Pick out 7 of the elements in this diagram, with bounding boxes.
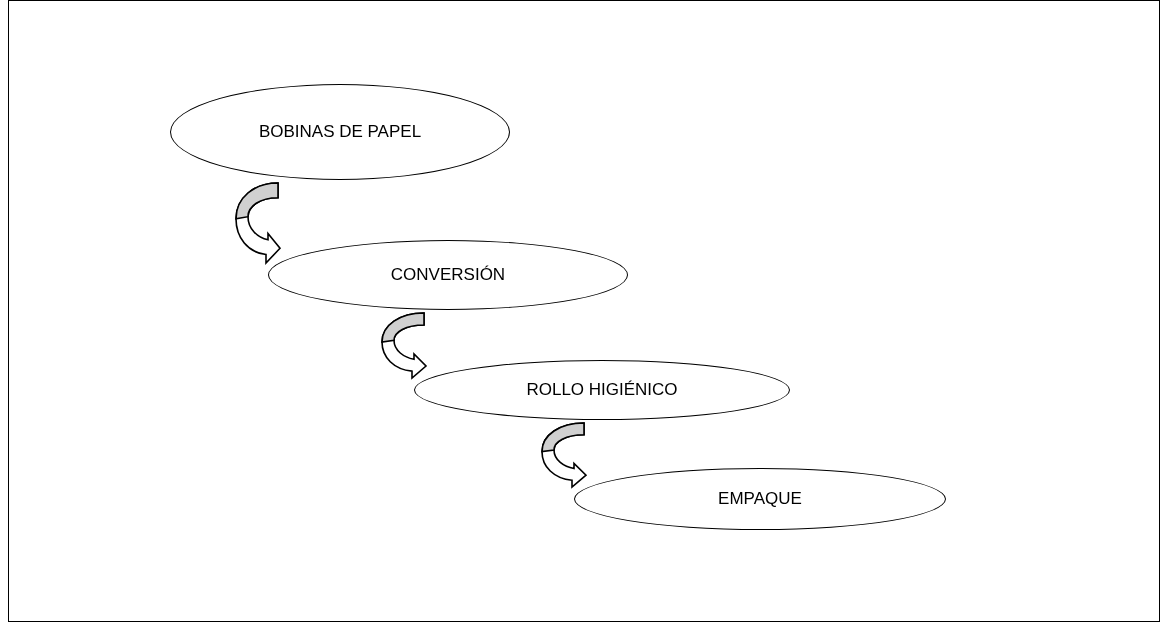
node-label: CONVERSIÓN (390, 265, 506, 285)
curved-arrow (541, 422, 587, 488)
node-label: ROLLO HIGIÉNICO (526, 380, 678, 400)
node-label: EMPAQUE (718, 489, 802, 509)
curved-arrow (381, 312, 427, 379)
curved-arrow (235, 182, 281, 264)
node-label: BOBINAS DE PAPEL (258, 122, 422, 142)
